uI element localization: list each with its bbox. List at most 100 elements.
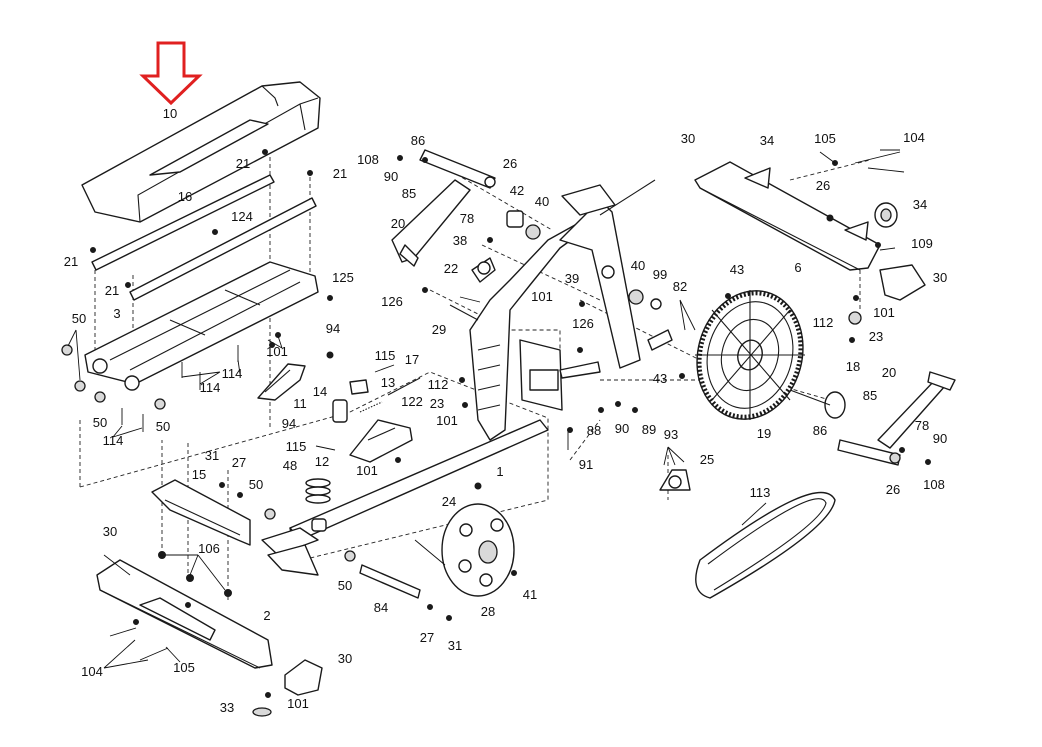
callout-50: 50 <box>156 419 170 434</box>
callout-104: 104 <box>81 664 103 679</box>
callout-101: 101 <box>287 696 309 711</box>
part-1-main-frame <box>261 419 549 576</box>
callout-30: 30 <box>338 651 352 666</box>
callout-14: 14 <box>313 384 327 399</box>
callout-108: 108 <box>357 152 379 167</box>
callout-90: 90 <box>933 431 947 446</box>
callout-34: 34 <box>760 133 774 148</box>
part-19-flywheel <box>695 290 805 420</box>
callout-101: 101 <box>356 463 378 478</box>
fasteners <box>90 149 931 698</box>
part-13-plate <box>349 379 369 395</box>
callout-86: 86 <box>813 423 827 438</box>
callout-114: 114 <box>103 433 124 448</box>
callout-89: 89 <box>642 422 656 437</box>
callout-94: 94 <box>282 416 296 431</box>
callout-40: 40 <box>631 258 645 273</box>
callout-126: 126 <box>381 294 403 309</box>
callout-112: 112 <box>428 377 449 392</box>
callout-28: 28 <box>481 604 495 619</box>
part-16-rods <box>91 174 317 301</box>
callout-27: 27 <box>232 455 246 470</box>
part-10-cover <box>81 81 321 223</box>
callout-114: 114 <box>200 380 221 395</box>
red-down-arrow-icon <box>139 41 203 106</box>
callout-27: 27 <box>420 630 434 645</box>
callout-11: 11 <box>293 396 307 411</box>
callout-93: 93 <box>664 427 678 442</box>
callout-20: 20 <box>882 365 896 380</box>
callout-10: 10 <box>163 106 177 121</box>
part-84-axle <box>359 564 421 599</box>
callout-105: 105 <box>814 131 836 146</box>
callout-113: 113 <box>750 485 771 500</box>
callout-23: 23 <box>430 396 444 411</box>
callout-31: 31 <box>205 448 219 463</box>
part-15-shroud <box>151 479 251 546</box>
callout-30: 30 <box>681 131 695 146</box>
callout-18: 18 <box>846 359 860 374</box>
part-22-idler <box>471 257 496 283</box>
part-99-washer <box>650 298 662 310</box>
callout-21: 21 <box>64 254 78 269</box>
callout-19: 19 <box>757 426 771 441</box>
callout-30: 30 <box>933 270 947 285</box>
callout-26: 26 <box>503 156 517 171</box>
part-14-pivot <box>332 399 348 423</box>
callout-108: 108 <box>923 477 945 492</box>
callout-124: 124 <box>231 209 253 224</box>
callout-101: 101 <box>873 305 895 320</box>
callout-88: 88 <box>587 423 601 438</box>
part-20-right-crank <box>837 371 956 466</box>
callout-126: 126 <box>572 316 594 331</box>
part-6-rear-stabilizer <box>694 161 926 325</box>
part-29-axle <box>449 304 479 321</box>
callout-114: 114 <box>222 366 243 381</box>
callout-115: 115 <box>286 439 307 454</box>
callout-43: 43 <box>653 371 667 386</box>
callout-84: 84 <box>374 600 388 615</box>
callout-90: 90 <box>384 169 398 184</box>
callout-13: 13 <box>381 375 395 390</box>
callout-78: 78 <box>915 418 929 433</box>
callout-23: 23 <box>869 329 883 344</box>
bolts <box>109 151 905 661</box>
part-113-belt <box>695 491 836 599</box>
callout-22: 22 <box>444 261 458 276</box>
callout-101: 101 <box>531 289 553 304</box>
callout-30: 30 <box>103 524 117 539</box>
callout-1: 1 <box>496 464 503 479</box>
callout-25: 25 <box>700 452 714 467</box>
callout-12: 12 <box>315 454 329 469</box>
callout-101: 101 <box>436 413 458 428</box>
upright-post <box>469 179 656 441</box>
part-18-hub <box>789 389 846 419</box>
callout-106: 106 <box>198 541 220 556</box>
callout-109: 109 <box>911 236 933 251</box>
callout-85: 85 <box>863 388 877 403</box>
callout-50: 50 <box>93 415 107 430</box>
part-11-shroud <box>257 363 306 401</box>
part-2-front-stabilizer <box>96 559 323 717</box>
part-48-spring <box>305 478 331 504</box>
callout-29: 29 <box>432 322 446 337</box>
callout-105: 105 <box>173 660 195 675</box>
callout-115: 115 <box>375 348 396 363</box>
callout-31: 31 <box>448 638 462 653</box>
callout-90: 90 <box>615 421 629 436</box>
callout-50: 50 <box>338 578 352 593</box>
callout-99: 99 <box>653 267 667 282</box>
callout-33: 33 <box>220 700 234 715</box>
callout-21: 21 <box>105 283 119 298</box>
callout-39: 39 <box>565 271 579 286</box>
part-40-bearing-a <box>525 224 541 240</box>
callout-41: 41 <box>523 587 537 602</box>
callout-48: 48 <box>283 458 297 473</box>
callout-50: 50 <box>249 477 263 492</box>
callout-122: 122 <box>401 394 423 409</box>
callout-85: 85 <box>402 186 416 201</box>
callout-101: 101 <box>266 344 288 359</box>
callout-15: 15 <box>192 467 206 482</box>
